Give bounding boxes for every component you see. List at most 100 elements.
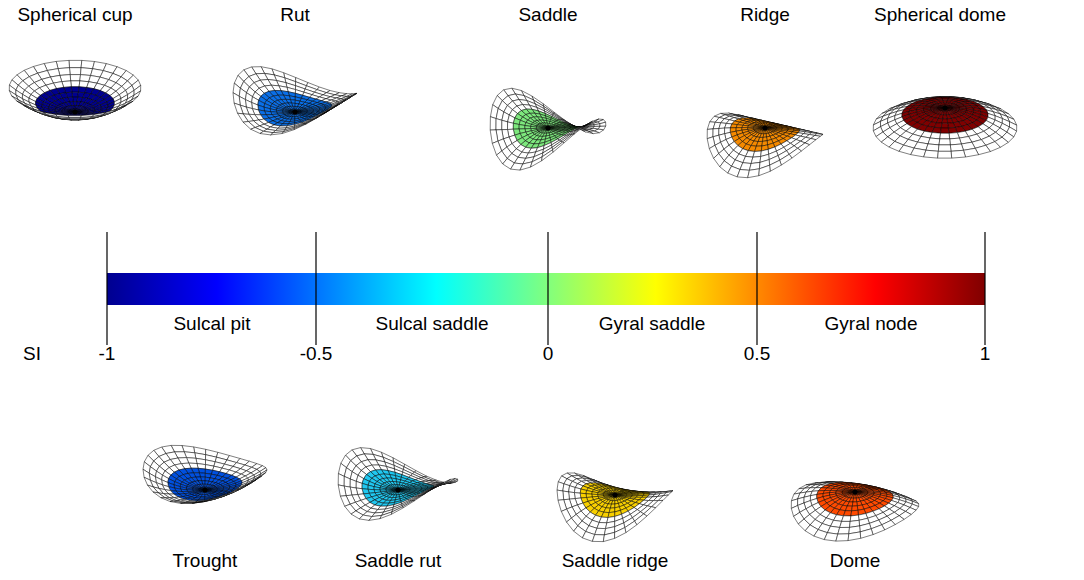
mesh-cell	[62, 112, 69, 113]
center-point	[73, 110, 78, 115]
mesh-cell	[193, 487, 199, 489]
mesh-cell	[940, 133, 950, 139]
mesh-cell	[71, 87, 79, 92]
mesh-cell	[301, 110, 307, 112]
mesh-cell	[531, 157, 543, 167]
mesh-cell	[271, 132, 284, 135]
mesh-cell	[56, 60, 69, 68]
center-point	[763, 126, 768, 131]
mesh-cell	[770, 160, 782, 171]
mesh-cell	[932, 127, 941, 133]
mesh-cell	[537, 125, 543, 127]
surface	[490, 88, 606, 170]
mesh-cell	[520, 162, 532, 170]
mesh-cell	[950, 144, 963, 151]
mesh-cell	[931, 106, 939, 107]
center-point	[546, 126, 551, 131]
mesh-cell	[748, 125, 754, 127]
surface	[873, 97, 1016, 158]
mesh-cell	[759, 165, 770, 176]
mesh-cell	[211, 488, 217, 490]
surface-meshes	[9, 60, 1016, 541]
center-point	[943, 106, 948, 111]
tick-lines	[107, 232, 985, 345]
mesh-cell	[770, 126, 776, 127]
mesh-cell	[572, 126, 584, 134]
mesh-cell	[81, 110, 88, 112]
mesh-cell	[12, 96, 23, 104]
mesh-cell	[58, 68, 70, 76]
mesh-cell	[87, 106, 94, 110]
mesh-cell	[82, 111, 89, 113]
mesh-cell	[502, 120, 508, 129]
mesh-cell	[939, 139, 950, 145]
mesh-cell	[755, 146, 762, 152]
mesh-cell	[217, 486, 224, 489]
mesh-cell	[300, 109, 306, 111]
mesh-cell	[911, 148, 926, 157]
mesh-cell	[537, 126, 543, 128]
mesh-cell	[560, 127, 566, 129]
surface	[9, 60, 140, 120]
mesh-cell	[234, 103, 243, 114]
mesh-cell	[948, 128, 957, 134]
center-point	[293, 110, 298, 115]
mesh-cell	[496, 119, 502, 130]
mesh-cell	[18, 100, 28, 107]
mesh-cell	[69, 60, 82, 67]
mesh-cell	[71, 81, 80, 87]
mesh-cell	[70, 119, 79, 120]
mesh-cell	[211, 489, 217, 490]
mesh-cell	[941, 128, 950, 133]
mesh-cell	[748, 169, 760, 178]
mesh-cell	[770, 127, 776, 128]
mesh-cell	[941, 123, 948, 128]
surface	[143, 445, 267, 503]
mesh-cell	[301, 111, 307, 112]
mesh-cell	[754, 127, 760, 128]
mesh-cell	[81, 115, 94, 118]
mesh-cell	[81, 60, 94, 68]
mesh-cell	[525, 126, 531, 129]
mesh-cell	[753, 151, 761, 157]
mesh-cell	[949, 133, 959, 139]
surface	[338, 448, 458, 521]
mesh-cell	[551, 117, 558, 121]
mesh-cell	[238, 113, 249, 122]
mesh-cell	[81, 112, 88, 113]
mesh-cell	[62, 111, 69, 113]
mesh-cell	[554, 127, 560, 129]
mesh-cell	[72, 92, 79, 97]
mesh-cell	[192, 501, 204, 503]
mesh-cell	[305, 107, 312, 109]
mesh-cell	[964, 148, 979, 157]
mesh-cell	[283, 109, 289, 111]
colorbar	[107, 273, 985, 305]
mesh-cell	[70, 118, 80, 120]
mesh-cell	[103, 110, 117, 115]
mesh-cell	[948, 123, 956, 128]
mesh-cell	[737, 170, 749, 178]
mesh-cell	[193, 488, 199, 490]
mesh-cell	[754, 126, 760, 128]
mesh-cell	[307, 108, 314, 110]
mesh-cell	[181, 503, 194, 504]
mesh-cell	[132, 91, 141, 100]
center-point	[203, 488, 208, 493]
mesh-cell	[938, 145, 951, 151]
mesh-cell	[81, 109, 88, 112]
mesh-cell	[563, 134, 575, 143]
mesh-cell	[951, 106, 958, 107]
mesh-cell	[553, 126, 559, 127]
mesh-cell	[554, 127, 560, 129]
mesh-cell	[951, 150, 966, 158]
surface	[707, 113, 823, 178]
mesh-cell	[68, 116, 81, 118]
mesh-cell	[55, 109, 62, 112]
mesh-cell	[940, 96, 950, 98]
mesh-cell	[210, 487, 216, 489]
mesh-cell	[301, 111, 307, 112]
mesh-cell	[161, 498, 174, 502]
mesh-cell	[305, 117, 318, 124]
